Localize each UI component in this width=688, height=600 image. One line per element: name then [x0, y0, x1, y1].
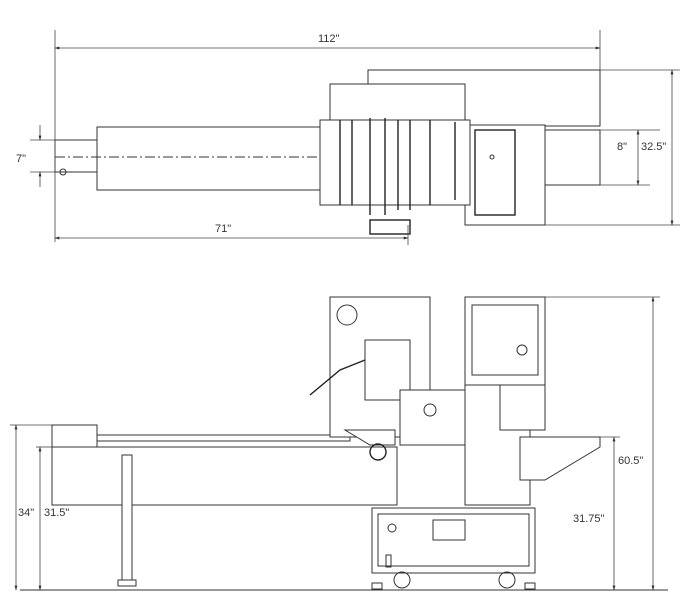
dim-overall-length: 112"	[318, 33, 340, 45]
dim-infeed-length: 71"	[215, 223, 231, 235]
dim-infeed-height: 34"	[18, 507, 34, 519]
side-view: 34" 31.5" 60.5" 31.75"	[10, 296, 668, 591]
dim-overall-width: 32.5"	[641, 141, 666, 153]
dim-infeed-width: 7"	[16, 153, 26, 165]
dim-outfeed-width: 8"	[617, 141, 627, 153]
dim-outfeed-height: 31.75"	[573, 513, 605, 525]
top-view: 112" 71" 7" 8" 32.5"	[16, 30, 680, 245]
dim-overall-height: 60.5"	[618, 455, 643, 467]
dim-conveyor-height: 31.5"	[44, 507, 69, 519]
